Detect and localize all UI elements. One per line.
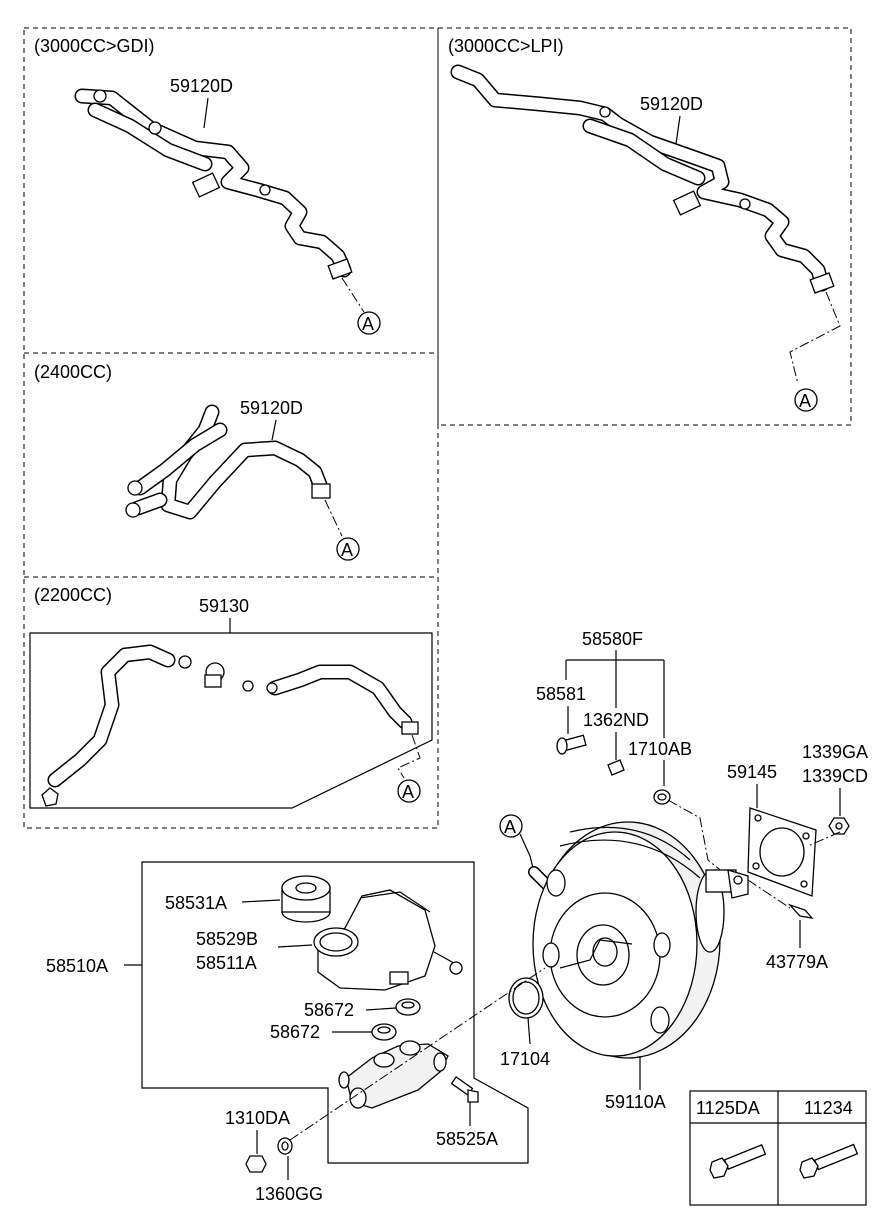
hose-59130: [41, 644, 419, 807]
label-59110A: 59110A: [605, 1092, 666, 1112]
frame-58510A: [141, 861, 529, 1164]
hose-assembly-59120D-2400: [125, 404, 331, 520]
master-cylinder-body: [338, 1040, 449, 1109]
frame-59130: [29, 632, 433, 809]
stud-58581: [556, 734, 587, 755]
label-1362ND: 1362ND: [583, 710, 649, 730]
label-1710AB: 1710AB: [628, 739, 692, 759]
label-58580F: 58580F: [582, 629, 643, 649]
label-1310DA: 1310DA: [225, 1108, 290, 1128]
ref-circle-a-gdi: [357, 311, 381, 335]
clip-1362ND: [607, 759, 625, 776]
label-17104: 17104: [500, 1049, 550, 1069]
section-frames: [23, 27, 852, 829]
ref-a-2400: A: [341, 540, 353, 560]
label-58581: 58581: [536, 684, 586, 704]
brake-booster-group: 58580F 58581 1362ND 1710AB 59145 1: [499, 629, 868, 1112]
label-1339GA: 1339GA: [802, 742, 868, 762]
ref-circle-a-2400: [336, 537, 360, 561]
ref-circle-a-lpi: [794, 388, 818, 412]
ref-a-2200: A: [402, 782, 414, 802]
bolt-11234-icon: [799, 1143, 859, 1179]
bolt-58525A: [450, 1076, 479, 1103]
table-header-1125DA: 1125DA: [696, 1098, 760, 1118]
label-59130: 59130: [199, 596, 249, 616]
master-cylinder-group: 58510A 58531A 58529B 58511A 58672 58672: [46, 861, 546, 1204]
label-1360GG: 1360GG: [255, 1184, 323, 1204]
label-59120D-gdi: 59120D: [170, 76, 233, 96]
section-3000cc-lpi: (3000CC>LPI) 59120D A: [448, 36, 841, 412]
ref-a-lpi: A: [799, 391, 811, 411]
hose-assembly-59120D-lpi: [450, 64, 835, 294]
label-59120D-lpi: 59120D: [640, 94, 703, 114]
section-title-3000cc-gdi: (3000CC>GDI): [34, 36, 155, 56]
ref-circle-a-booster: [499, 814, 523, 838]
hose-assembly-59120D-gdi: [74, 88, 353, 280]
label-43779A: 43779A: [766, 952, 828, 972]
ref-a-gdi: A: [362, 314, 374, 334]
reservoir-cap-58531A: [281, 875, 331, 923]
label-59145: 59145: [727, 762, 777, 782]
label-58511A: 58511A: [196, 953, 257, 973]
section-title-3000cc-lpi: (3000CC>LPI): [448, 36, 564, 56]
table-header-11234: 11234: [804, 1098, 853, 1118]
gasket-59145: [747, 807, 817, 897]
reservoir-58511A: [313, 889, 463, 991]
label-58510A: 58510A: [46, 956, 108, 976]
label-58672-upper: 58672: [304, 1000, 354, 1020]
label-59120D-2400: 59120D: [240, 398, 303, 418]
section-3000cc-gdi: (3000CC>GDI) 59120D A: [34, 36, 381, 335]
bolt-1125DA-icon: [709, 1144, 767, 1179]
section-title-2200cc: (2200CC): [34, 585, 112, 605]
bolt-table: 1125DA 11234: [689, 1090, 867, 1206]
label-58529B: 58529B: [196, 929, 258, 949]
ref-circle-a-2200: [397, 779, 421, 803]
nut-1310DA: [245, 1155, 267, 1173]
label-1339CD: 1339CD: [802, 766, 868, 786]
pin-43779A: [787, 903, 814, 919]
section-title-2400cc: (2400CC): [34, 362, 112, 382]
section-2400cc: (2400CC) 59120D A: [34, 362, 360, 561]
label-58672-lower: 58672: [270, 1022, 320, 1042]
label-58525A: 58525A: [436, 1129, 498, 1149]
booster-59110A: [532, 821, 749, 1059]
ref-a-booster: A: [504, 817, 516, 837]
section-2200cc: (2200CC) 59130 A: [29, 585, 433, 809]
label-58531A: 58531A: [165, 893, 227, 913]
